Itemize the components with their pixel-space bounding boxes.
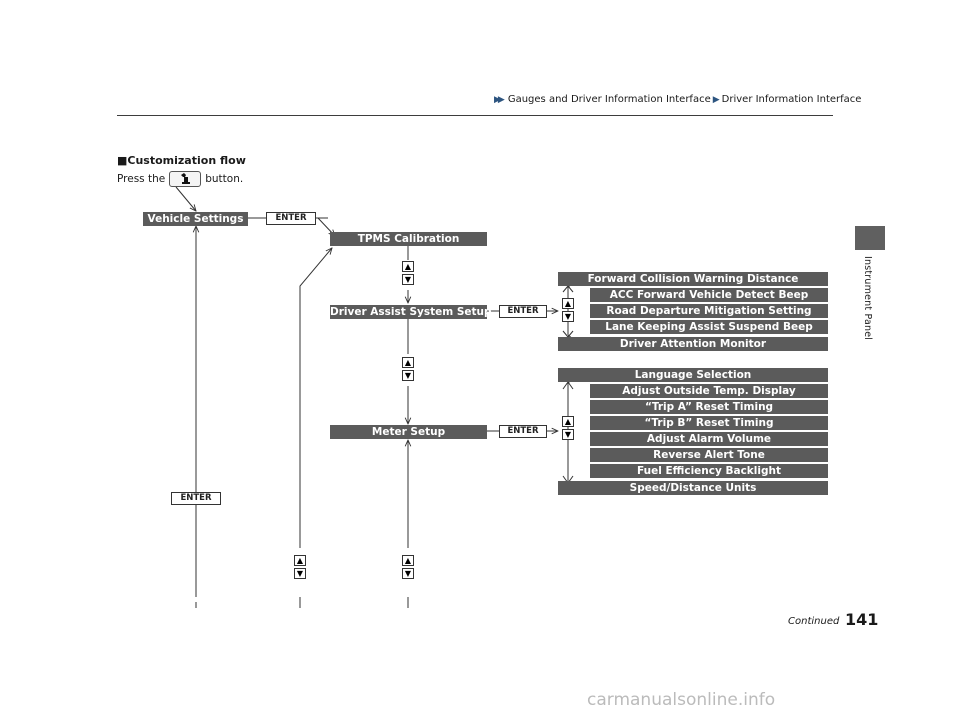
submenu-item[interactable]: Adjust Outside Temp. Display <box>590 384 828 398</box>
breadcrumb: ▶▶ Gauges and Driver Information Interfa… <box>494 94 861 105</box>
up-arrow-icon[interactable]: ▲ <box>402 555 414 566</box>
up-arrow-icon[interactable]: ▲ <box>562 416 574 427</box>
section-title: ■Customization flow <box>117 154 246 167</box>
up-down-arrows[interactable]: ▲▼ <box>402 261 414 287</box>
submenu-item[interactable]: ACC Forward Vehicle Detect Beep <box>590 288 828 302</box>
up-arrow-icon[interactable]: ▲ <box>402 357 414 368</box>
enter-button[interactable]: ENTER <box>171 492 221 505</box>
submenu-item[interactable]: Road Departure Mitigation Setting <box>590 304 828 318</box>
steering-settings-button-icon <box>169 171 202 187</box>
section-square-icon: ■ <box>117 154 128 167</box>
submenu-item[interactable]: Fuel Efficiency Backlight <box>590 464 828 478</box>
submenu-item[interactable]: Language Selection <box>558 368 828 382</box>
watermark: carmanualsonline.info <box>587 690 776 710</box>
up-down-arrows[interactable]: ▲▼ <box>402 357 414 383</box>
submenu-item[interactable]: Reverse Alert Tone <box>590 448 828 462</box>
up-arrow-icon[interactable]: ▲ <box>562 298 574 309</box>
vehicle-settings-bar[interactable]: Vehicle Settings <box>143 212 248 226</box>
down-arrow-icon[interactable]: ▼ <box>402 568 414 579</box>
page-number: 141 <box>845 610 879 629</box>
press-instruction: Press the button. <box>117 171 243 187</box>
submenu-item[interactable]: Driver Attention Monitor <box>558 337 828 351</box>
down-arrow-icon[interactable]: ▼ <box>562 429 574 440</box>
down-arrow-icon[interactable]: ▼ <box>562 311 574 322</box>
side-tab-label: Instrument Panel <box>862 256 873 341</box>
side-tab-marker <box>855 226 885 250</box>
press-prefix: Press the <box>117 173 166 185</box>
breadcrumb-arrow-icon: ▶▶ <box>494 94 505 105</box>
meter-setup-bar[interactable]: Meter Setup <box>330 425 487 439</box>
continued-label: Continued <box>788 616 840 627</box>
up-down-arrows[interactable]: ▲▼ <box>562 416 574 442</box>
down-arrow-icon[interactable]: ▼ <box>402 370 414 381</box>
header-divider <box>117 115 833 116</box>
up-down-arrows[interactable]: ▲▼ <box>294 555 306 581</box>
enter-button[interactable]: ENTER <box>266 212 316 225</box>
submenu-item[interactable]: Lane Keeping Assist Suspend Beep <box>590 320 828 334</box>
section-title-text: Customization flow <box>127 154 246 167</box>
submenu-item[interactable]: “Trip B” Reset Timing <box>590 416 828 430</box>
submenu-item[interactable]: “Trip A” Reset Timing <box>590 400 828 414</box>
press-suffix: button. <box>205 173 244 185</box>
up-arrow-icon[interactable]: ▲ <box>294 555 306 566</box>
enter-button[interactable]: ENTER <box>499 425 547 438</box>
down-arrow-icon[interactable]: ▼ <box>294 568 306 579</box>
submenu-item[interactable]: Adjust Alarm Volume <box>590 432 828 446</box>
up-down-arrows[interactable]: ▲▼ <box>402 555 414 581</box>
driver-assist-setup-bar[interactable]: Driver Assist System Setup <box>330 305 492 319</box>
up-arrow-icon[interactable]: ▲ <box>402 261 414 272</box>
tpms-calibration-bar[interactable]: TPMS Calibration <box>330 232 487 246</box>
submenu-item[interactable]: Forward Collision Warning Distance <box>558 272 828 286</box>
down-arrow-icon[interactable]: ▼ <box>402 274 414 285</box>
submenu-item[interactable]: Speed/Distance Units <box>558 481 828 495</box>
enter-button[interactable]: ENTER <box>499 305 547 318</box>
breadcrumb-item-gauges[interactable]: Gauges and Driver Information Interface <box>507 94 711 105</box>
up-down-arrows[interactable]: ▲▼ <box>562 298 574 324</box>
breadcrumb-arrow-icon: ▶ <box>712 94 720 105</box>
breadcrumb-item-dii[interactable]: Driver Information Interface <box>721 94 862 105</box>
